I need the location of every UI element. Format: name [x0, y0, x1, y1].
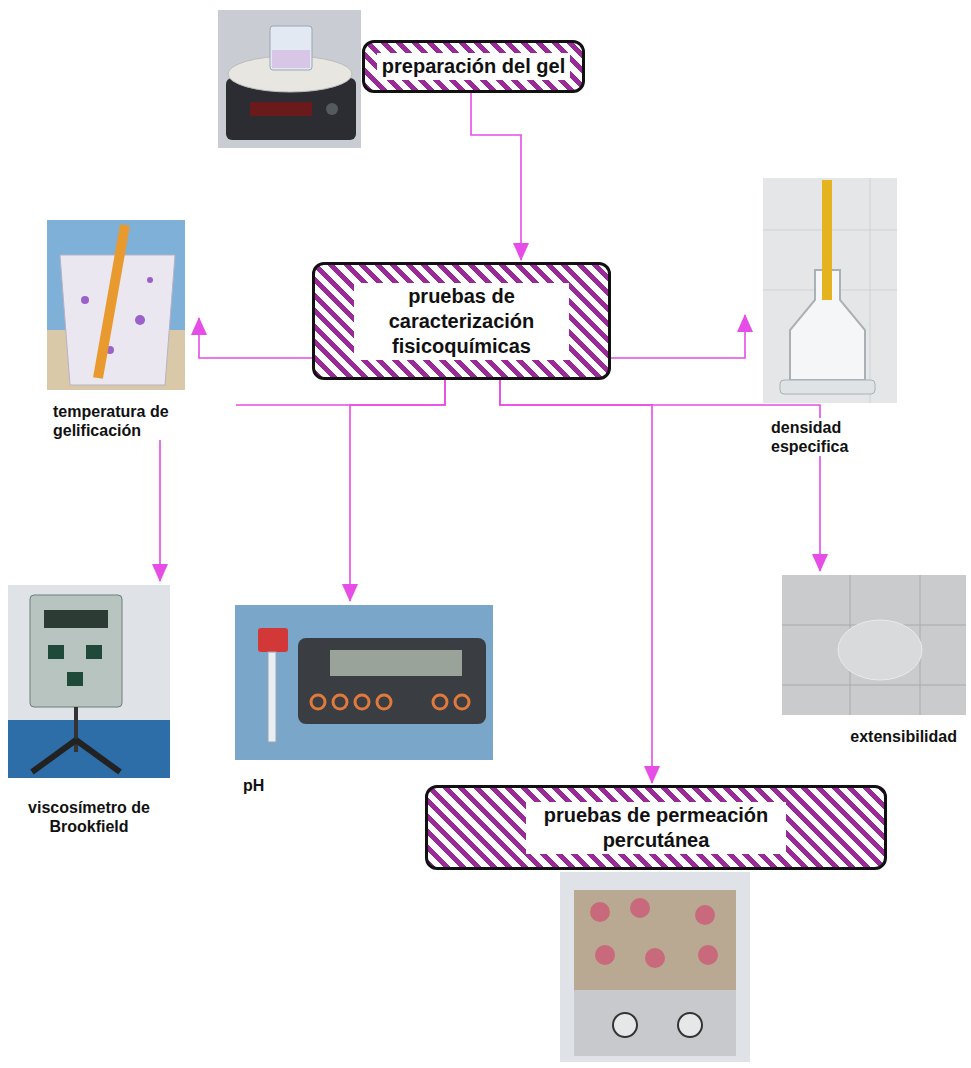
- photo-frame: densidad especifica: [763, 178, 897, 403]
- box-label: preparación del gel: [377, 53, 570, 80]
- caption-group: viscosímetro de Brookfield: [22, 798, 156, 836]
- viscometer-photo: [8, 585, 170, 778]
- connector-arrow: [199, 318, 312, 358]
- franz-cell: [590, 902, 610, 922]
- tile-line: [870, 178, 871, 403]
- photo-ground: [218, 10, 361, 148]
- process-box: pruebas de caracterización fisicoquímica…: [312, 262, 611, 380]
- electrode: [268, 652, 276, 742]
- density-photo: [763, 178, 897, 403]
- caption-group: temperatura de gelificación: [50, 402, 236, 440]
- hotplate-knob: [326, 103, 338, 115]
- thermometer: [98, 225, 125, 378]
- photo-frame: extensibilidad: [782, 575, 966, 715]
- hotplate-photo: [218, 10, 361, 148]
- photo-caption: densidad especifica: [768, 418, 899, 456]
- stirrer-plate: [574, 890, 736, 990]
- connector-arrow: [500, 380, 652, 783]
- process-box: pruebas de permeación percutánea: [425, 785, 887, 870]
- photo-ground: [763, 178, 897, 403]
- connector-arrow: [611, 315, 745, 358]
- franz-cell: [698, 945, 718, 965]
- connector-arrow: [500, 380, 820, 571]
- stirrer-body: [574, 990, 736, 1056]
- franz-cell: [595, 945, 615, 965]
- electrode-holder: [258, 628, 288, 652]
- photo-ground: [47, 220, 185, 390]
- ph-meter-display: [330, 650, 462, 676]
- ph-meter-key: [455, 695, 469, 709]
- caption-group: densidad especifica: [768, 418, 899, 456]
- grid-line: [782, 685, 966, 686]
- ph-meter-key: [355, 695, 369, 709]
- caption-group: extensibilidad: [847, 727, 960, 746]
- ph-meter-key: [377, 695, 391, 709]
- photo-frame: viscosímetro de Brookfield: [8, 585, 170, 778]
- franz-cell: [695, 905, 715, 925]
- photo-frame: temperatura de gelificación: [47, 220, 185, 390]
- photo-frame: pH: [235, 605, 493, 760]
- gel-speck: [147, 277, 153, 283]
- connector-arrow: [350, 380, 445, 601]
- viscometer-button: [67, 672, 83, 686]
- photo-caption: pH: [240, 776, 267, 795]
- beaker: [270, 26, 312, 70]
- pycnometer-base: [780, 380, 875, 394]
- connector-arrow: [471, 93, 521, 260]
- viscometer-body: [30, 595, 122, 707]
- photo-ground: [782, 575, 966, 715]
- photo-caption: viscosímetro de Brookfield: [22, 798, 156, 836]
- spreadability-photo: [782, 575, 966, 715]
- photo-caption: extensibilidad: [847, 727, 960, 746]
- photo-ground: [235, 605, 493, 760]
- stand-leg: [32, 740, 76, 772]
- stand-rod: [74, 707, 78, 752]
- ph-meter-key: [333, 695, 347, 709]
- gelation-photo: [47, 220, 185, 390]
- viscometer-button: [86, 645, 102, 659]
- photo-ground: [8, 585, 170, 778]
- viscometer-display: [44, 610, 108, 628]
- photo-ground: [560, 872, 750, 1062]
- photo-caption: temperatura de gelificación: [50, 402, 236, 440]
- box-label: pruebas de permeación percutánea: [526, 802, 786, 854]
- stirrer-knob: [613, 1013, 637, 1037]
- process-box: preparación del gel: [362, 40, 585, 93]
- stirrer-knob: [678, 1013, 702, 1037]
- gel-speck: [135, 315, 145, 325]
- ph-meter-photo: [235, 605, 493, 760]
- thermometer: [822, 180, 832, 300]
- viscometer-button: [48, 645, 64, 659]
- permeation-photo: [560, 872, 750, 1062]
- hotplate-display: [250, 102, 312, 116]
- ph-meter-key: [311, 695, 325, 709]
- gel-speck: [81, 296, 89, 304]
- franz-cell: [630, 898, 650, 918]
- stand-leg: [76, 740, 120, 772]
- ph-meter-key: [433, 695, 447, 709]
- box-label: pruebas de caracterización fisicoquímica…: [354, 283, 569, 360]
- spread-gel: [838, 620, 922, 680]
- caption-group: pH: [240, 776, 267, 795]
- franz-cell: [645, 948, 665, 968]
- bench-mat: [8, 720, 170, 778]
- gel-in-beaker: [272, 50, 310, 68]
- ph-meter-body: [298, 638, 486, 724]
